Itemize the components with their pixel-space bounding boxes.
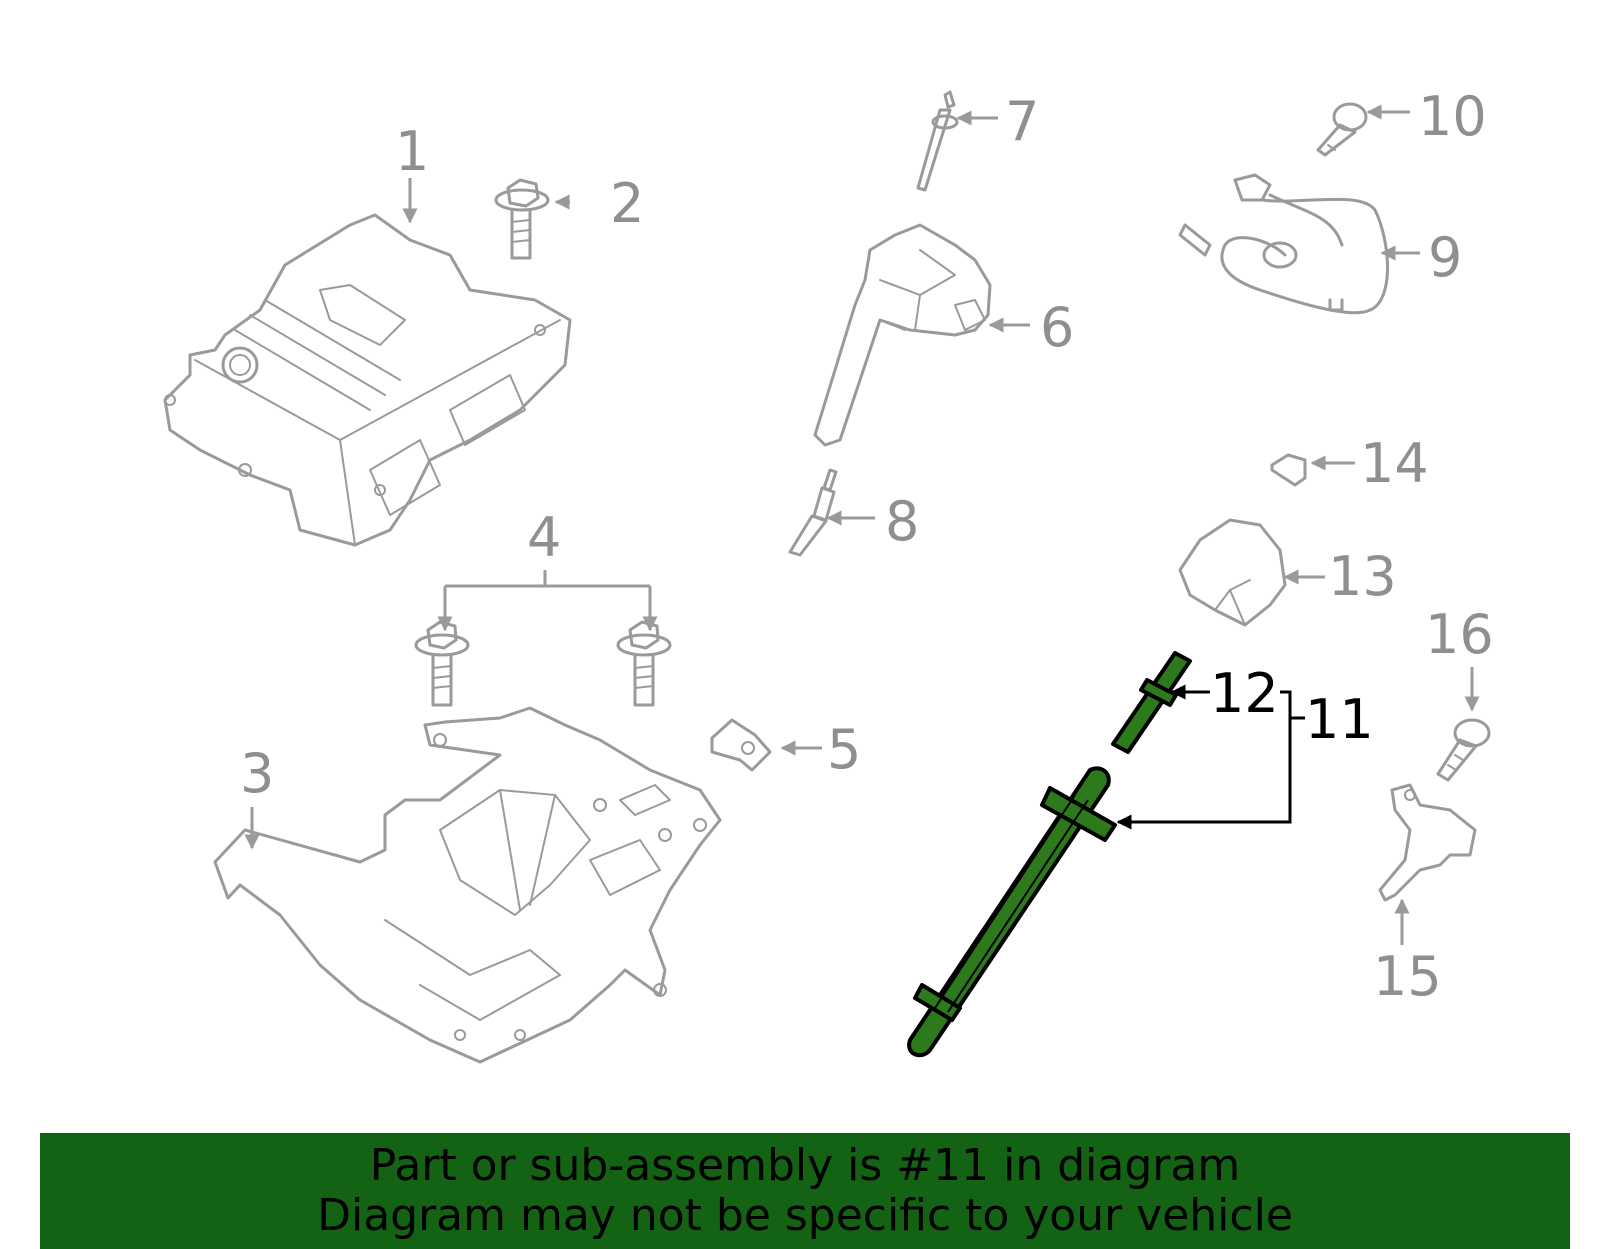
banner-line-2: Diagram may not be specific to your vehi…: [317, 1190, 1293, 1241]
part-11-tube-assembly[interactable]: [907, 766, 1117, 1058]
callout-8: 8: [885, 490, 919, 553]
callout-9: 9: [1428, 226, 1462, 289]
part-7-bolt[interactable]: [916, 90, 959, 192]
callout-6: 6: [1040, 296, 1074, 359]
part-8-spark-plug[interactable]: [788, 468, 838, 557]
info-banner: Part or sub-assembly is #11 in diagram D…: [40, 1133, 1570, 1249]
part-2-bolt[interactable]: [494, 178, 550, 260]
part-13-cover[interactable]: [1178, 518, 1287, 627]
part-6-ignition-coil[interactable]: [813, 223, 992, 447]
callout-12: 12: [1210, 662, 1279, 725]
callout-2: 2: [610, 172, 644, 235]
callout-3: 3: [240, 742, 274, 805]
callouts: 1 2 3 4 5 6 7 8 9 10 11 12 13 14 15 16: [240, 85, 1494, 1008]
part-4-bolts[interactable]: [414, 620, 672, 707]
callout-14: 14: [1360, 432, 1429, 495]
callout-15: 15: [1373, 945, 1442, 1008]
part-14-clip[interactable]: [1270, 453, 1307, 487]
leader-lines: [244, 104, 1480, 945]
part-1-engine-control-module[interactable]: [163, 213, 572, 547]
callout-11: 11: [1305, 688, 1374, 751]
callout-4: 4: [527, 506, 561, 569]
callout-13: 13: [1328, 545, 1397, 608]
part-12-tube[interactable]: [1111, 651, 1192, 754]
part-9-sensor-harness[interactable]: [1178, 173, 1389, 315]
part-15-sensor[interactable]: [1378, 783, 1477, 902]
callout-5: 5: [827, 718, 861, 781]
part-3-ecm-bracket[interactable]: [213, 706, 722, 1064]
part-10-bolt[interactable]: [1316, 102, 1368, 157]
callout-10: 10: [1418, 85, 1487, 148]
callout-16: 16: [1425, 603, 1494, 666]
callout-1: 1: [395, 120, 429, 183]
callout-7: 7: [1005, 90, 1039, 153]
banner-line-1: Part or sub-assembly is #11 in diagram: [369, 1140, 1241, 1191]
part-5-clip-nut[interactable]: [710, 718, 772, 772]
part-16-bolt[interactable]: [1436, 718, 1491, 782]
